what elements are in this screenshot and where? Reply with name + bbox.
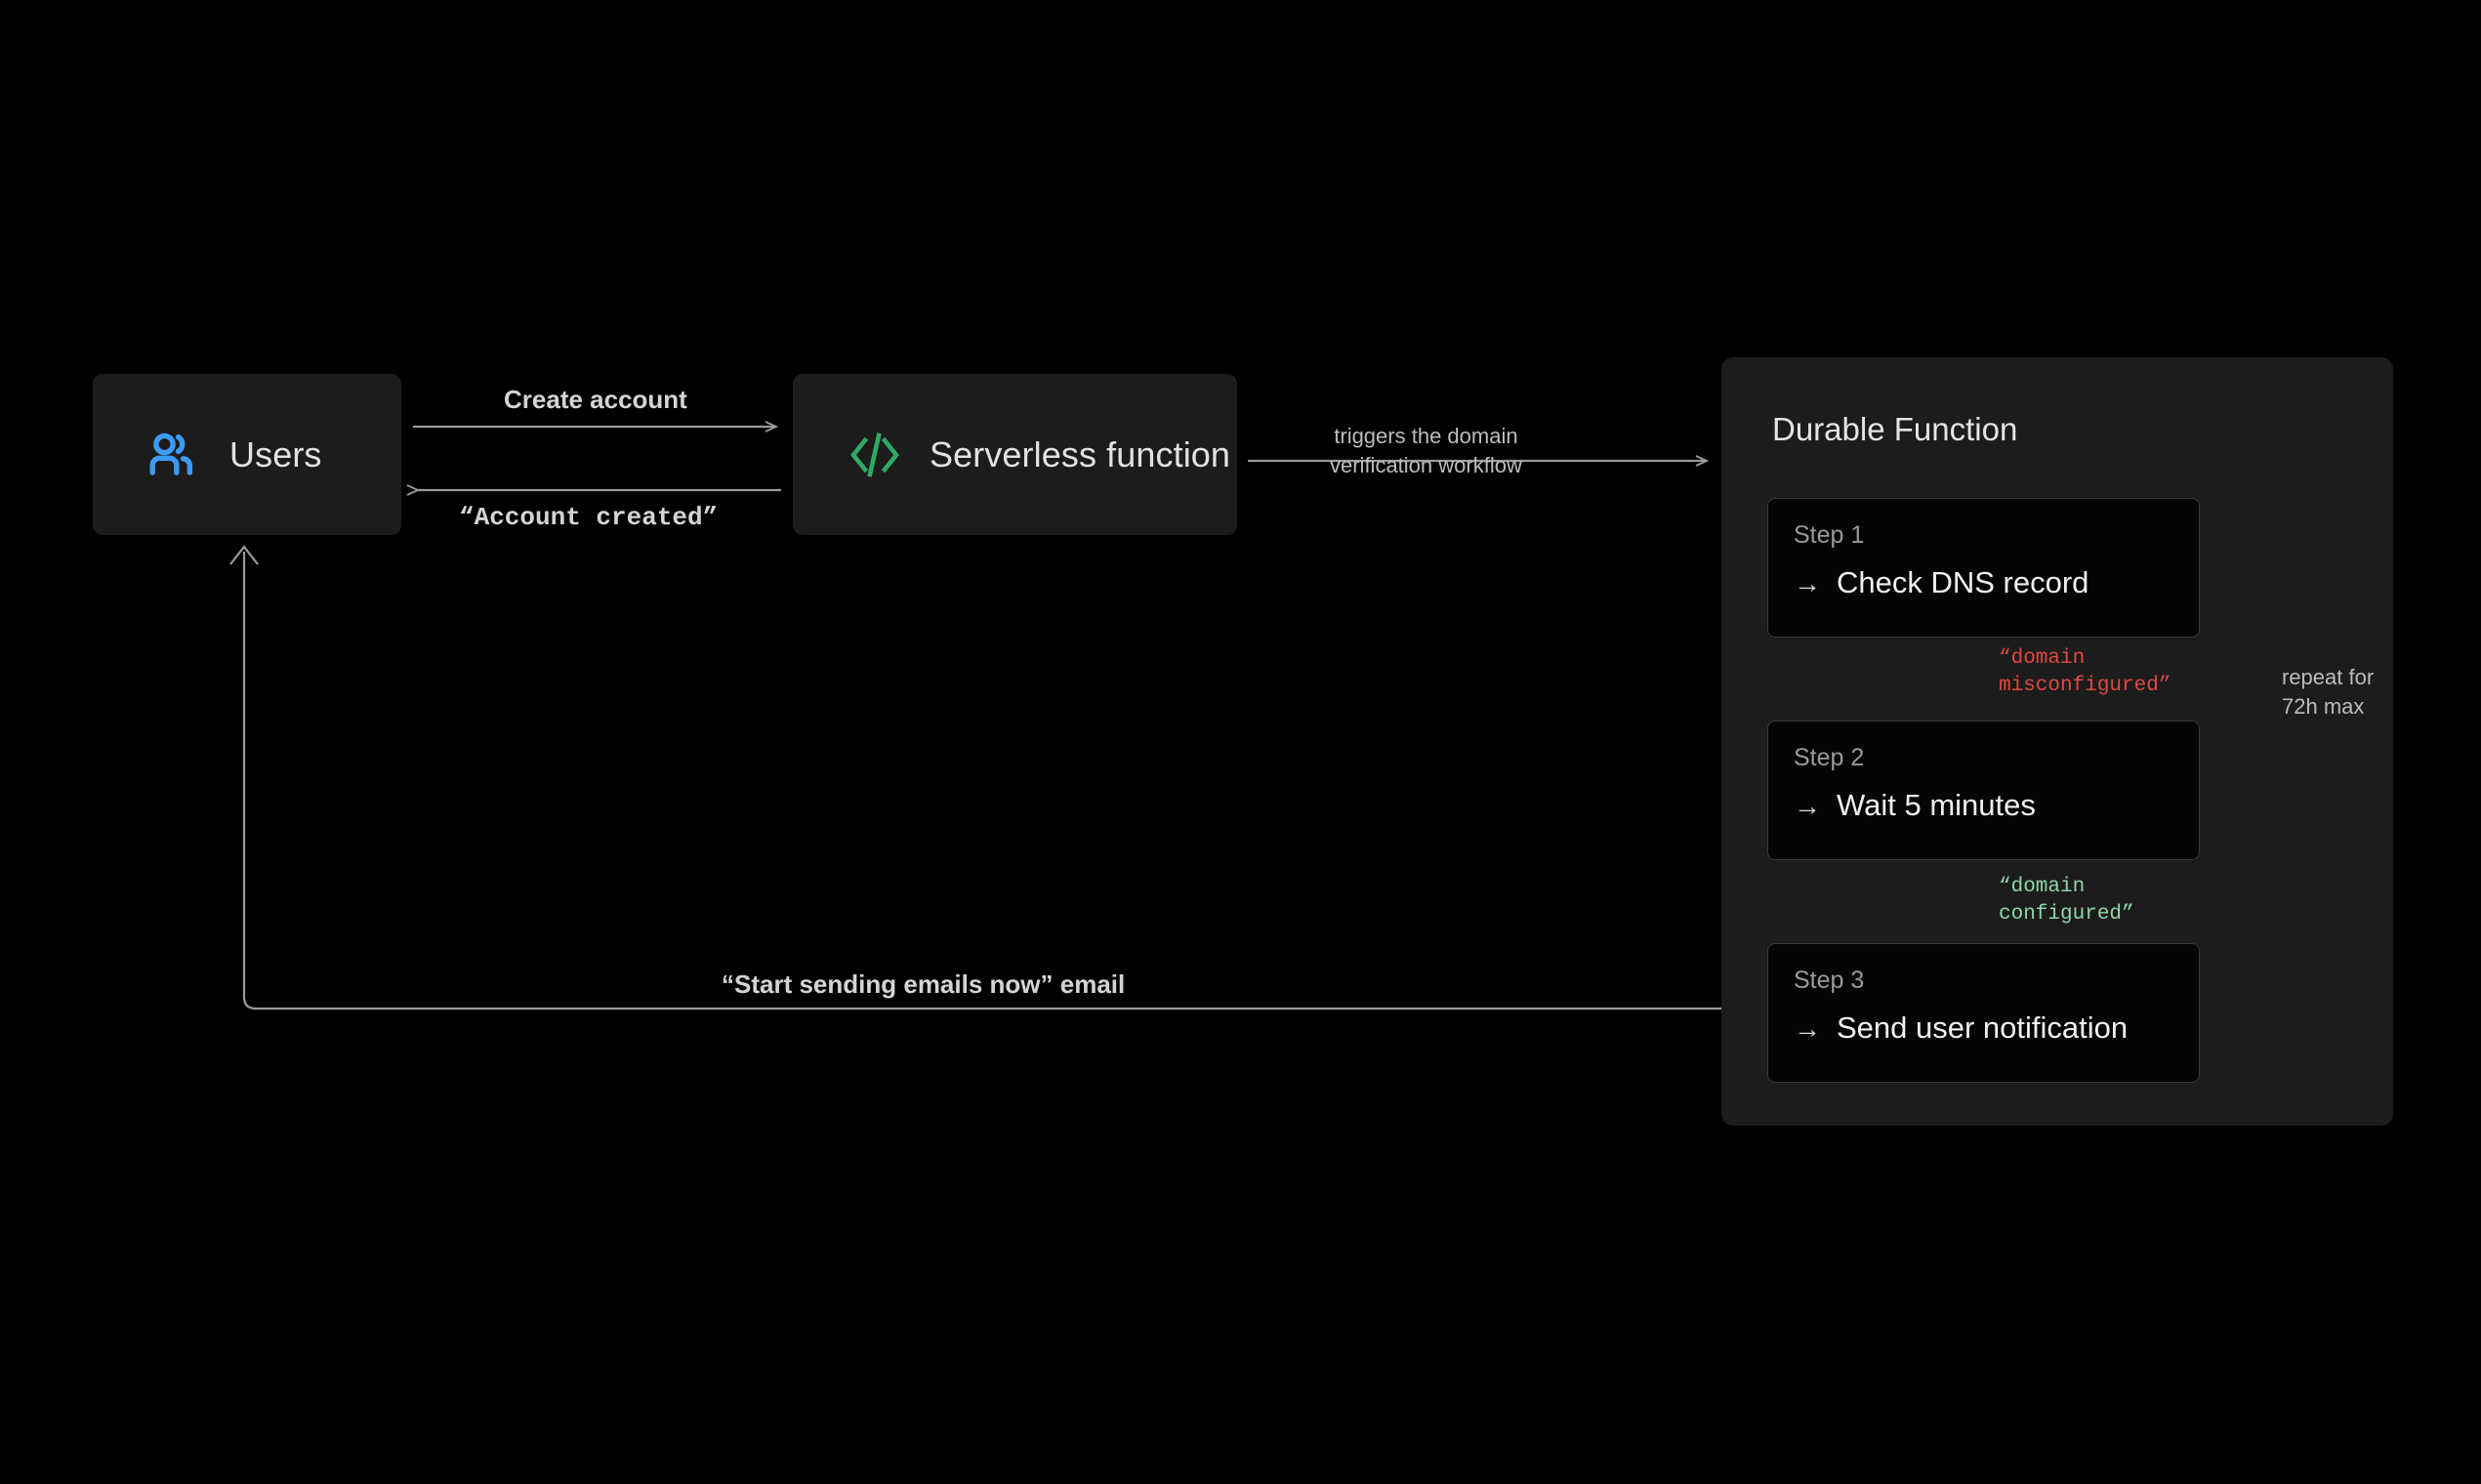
step-3-kicker: Step 3 [1794, 967, 1865, 994]
step-card-2[interactable]: Step 2 → Wait 5 minutes [1767, 721, 2200, 860]
users-icon [147, 428, 202, 482]
edge-label-domain-configured: “domain configured” [1999, 876, 2134, 927]
wire-start-sending-email [242, 552, 1763, 1010]
step-2-body: → Wait 5 minutes [1794, 788, 2036, 823]
edge-label-triggers-workflow: triggers the domain verification workflo… [1330, 424, 1522, 477]
edge-label-start-sending-email: “Start sending emails now” email [722, 969, 1126, 999]
step-card-1[interactable]: Step 1 → Check DNS record [1767, 498, 2200, 638]
step-2-label: Wait 5 minutes [1837, 788, 2036, 822]
edge-label-domain-misconfigured: “domain misconfigured” [1999, 647, 2171, 698]
arrow-right-icon: → [1794, 791, 1821, 821]
step-1-kicker: Step 1 [1794, 521, 1865, 549]
step-3-label: Send user notification [1837, 1010, 2129, 1045]
node-serverless-function[interactable]: Serverless function [793, 374, 1237, 535]
wire-start-sending-arrowhead [229, 545, 259, 565]
node-serverless-function-content: Serverless function [793, 428, 1230, 482]
step-1-body: → Check DNS record [1794, 565, 2088, 600]
edge-label-repeat-loop: repeat for 72h max [2282, 665, 2375, 719]
durable-function-panel: Durable Function Step 1 → Check DNS reco… [1721, 357, 2393, 1126]
arrow-right-icon: → [1794, 1013, 1821, 1044]
node-users[interactable]: Users [93, 374, 401, 535]
durable-function-title: Durable Function [1772, 411, 2018, 447]
node-users-content: Users [93, 428, 322, 482]
node-serverless-function-label: Serverless function [930, 433, 1231, 474]
step-2-kicker: Step 2 [1794, 744, 1865, 771]
arrow-right-icon: → [1794, 568, 1821, 598]
code-brackets-icon [848, 428, 902, 482]
step-1-label: Check DNS record [1837, 565, 2089, 599]
edge-label-create-account: Create account [504, 385, 687, 414]
step-3-body: → Send user notification [1794, 1010, 2128, 1046]
edge-label-account-created: “Account created” [459, 503, 719, 532]
node-users-label: Users [229, 433, 322, 474]
step-card-3[interactable]: Step 3 → Send user notification [1767, 943, 2200, 1083]
